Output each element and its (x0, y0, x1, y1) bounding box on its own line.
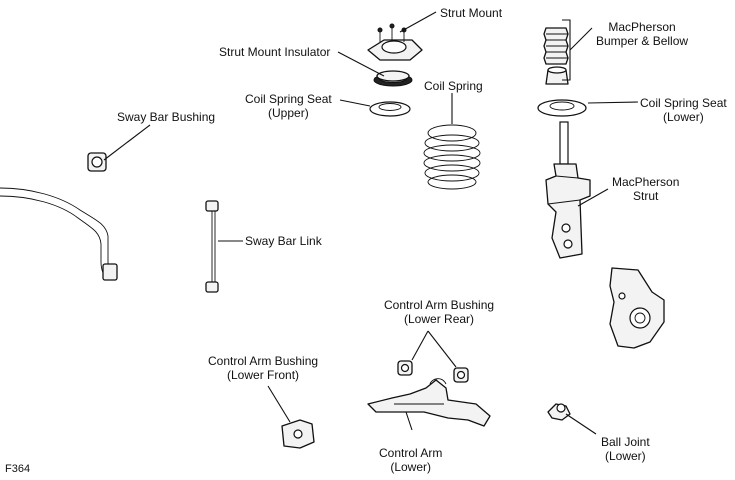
label-strut-mount-insulator: Strut Mount Insulator (219, 45, 330, 59)
label-coil-spring-seat-lower-line1: Coil Spring Seat (640, 96, 727, 110)
label-coil-spring: Coil Spring (424, 79, 483, 93)
label-coil-spring-seat-lower-line2: (Lower) (663, 110, 704, 124)
label-control-arm-lower-line1: Control Arm (379, 446, 443, 460)
label-sway-bar-bushing: Sway Bar Bushing (117, 110, 215, 124)
sway-bar-illustration (0, 187, 118, 281)
label-control-arm-bushing-lower-front: Control Arm Bushing (Lower Front) (208, 354, 318, 382)
label-strut-mount-insulator-line1: Strut Mount Insulator (219, 45, 331, 59)
label-ball-joint-lower-line1: Ball Joint (601, 435, 650, 449)
sway-bar-bushing-illustration (87, 152, 107, 172)
label-macpherson-bumper-bellow: MacPherson Bumper & Bellow (596, 20, 688, 48)
label-coil-spring-seat-upper-line1: Coil Spring Seat (245, 92, 332, 106)
label-strut-mount: Strut Mount (440, 6, 502, 20)
label-control-arm-bushing-lower-rear-line1: Control Arm Bushing (384, 298, 495, 312)
label-coil-spring-seat-lower: Coil Spring Seat (Lower) (640, 96, 727, 124)
label-macpherson-strut-line2: Strut (633, 189, 659, 203)
label-control-arm-lower: Control Arm (Lower) (379, 446, 442, 474)
label-coil-spring-seat-upper: Coil Spring Seat (Upper) (245, 92, 332, 120)
label-ball-joint-lower-line2: (Lower) (605, 449, 646, 463)
figure-id: F364 (5, 463, 31, 475)
coil-spring-seat-lower-illustration (537, 99, 587, 117)
label-sway-bar-link: Sway Bar Link (245, 234, 322, 248)
control-arm-lower-illustration (367, 378, 491, 427)
macpherson-strut-illustration (545, 121, 591, 259)
steering-knuckle-illustration (609, 267, 665, 349)
label-control-arm-bushing-lower-front-line2: (Lower Front) (227, 368, 300, 382)
label-macpherson-bumper-bellow-line2: Bumper & Bellow (596, 34, 689, 48)
coil-spring-seat-upper-illustration (369, 101, 411, 117)
sway-bar-link-illustration (205, 200, 219, 293)
control-arm-bushing-lower-front-illustration (281, 419, 315, 449)
label-coil-spring-line1: Coil Spring (424, 79, 483, 93)
label-control-arm-bushing-lower-rear-line2: (Lower Rear) (404, 312, 475, 326)
ball-joint-lower-illustration (547, 403, 571, 421)
leader-lines (103, 11, 639, 435)
label-coil-spring-seat-upper-line2: (Upper) (268, 106, 309, 120)
label-macpherson-bumper-bellow-line1: MacPherson (608, 20, 676, 34)
macpherson-bumper-bellow-illustration (543, 27, 569, 85)
label-macpherson-strut-line1: MacPherson (612, 175, 680, 189)
label-control-arm-bushing-lower-front-line1: Control Arm Bushing (208, 354, 319, 368)
label-sway-bar-link-line1: Sway Bar Link (245, 234, 322, 248)
label-macpherson-strut: MacPherson Strut (612, 175, 679, 203)
label-sway-bar-bushing-line1: Sway Bar Bushing (117, 110, 216, 124)
control-arm-bushing-lower-rear-illustration (397, 360, 469, 383)
strut-mount-illustration (367, 23, 423, 61)
strut-mount-insulator-illustration (373, 70, 413, 87)
label-control-arm-lower-line2: (Lower) (390, 460, 432, 474)
label-ball-joint-lower: Ball Joint (Lower) (601, 435, 650, 463)
coil-spring-illustration (423, 124, 481, 190)
label-strut-mount-line1: Strut Mount (440, 6, 503, 20)
label-control-arm-bushing-lower-rear: Control Arm Bushing (Lower Rear) (384, 298, 494, 326)
